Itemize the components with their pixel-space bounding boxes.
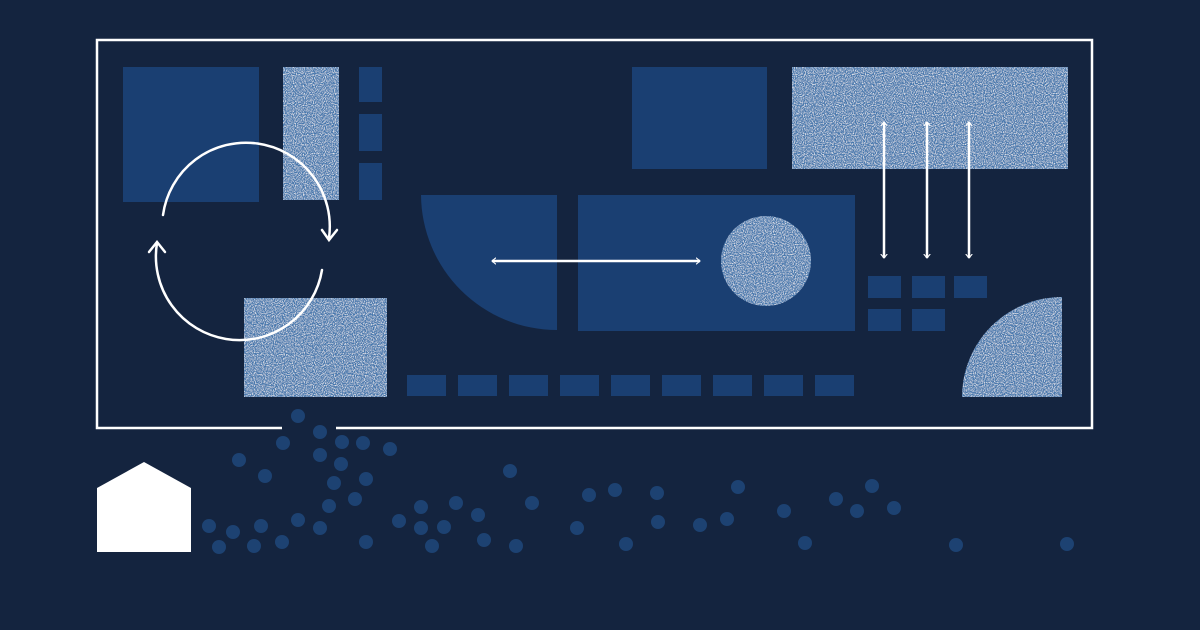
dot	[313, 448, 327, 462]
dot	[356, 436, 370, 450]
dot	[275, 535, 289, 549]
quarter-disc-right	[962, 297, 1062, 397]
dot	[414, 521, 428, 535]
block-light-top-wide	[792, 67, 1068, 169]
dot	[359, 472, 373, 486]
dot	[291, 409, 305, 423]
dot	[276, 436, 290, 450]
block-small-2	[359, 114, 382, 151]
dot	[570, 521, 584, 535]
dot	[313, 425, 327, 439]
block-dark-top	[632, 67, 767, 169]
dot	[291, 513, 305, 527]
block-dark-large	[123, 67, 259, 202]
block-light-bottom	[244, 298, 387, 397]
dot	[798, 536, 812, 550]
dot	[202, 519, 216, 533]
dot	[582, 488, 596, 502]
dot	[437, 520, 451, 534]
block-dark-wide	[578, 195, 855, 331]
dot	[258, 469, 272, 483]
dot	[226, 525, 240, 539]
dot	[693, 518, 707, 532]
dot	[477, 533, 491, 547]
dot	[650, 486, 664, 500]
block-light-tall	[283, 67, 339, 200]
tile-row	[407, 375, 854, 396]
block-small-3	[359, 163, 382, 200]
block-small-1	[359, 67, 382, 102]
dot	[359, 535, 373, 549]
dot	[1060, 537, 1074, 551]
dot	[348, 492, 362, 506]
double-headed-vertical-arrow-icon	[884, 122, 969, 258]
dot	[471, 508, 485, 522]
dot	[232, 453, 246, 467]
dot	[777, 504, 791, 518]
quarter-disc-left	[421, 195, 557, 330]
dot	[392, 514, 406, 528]
dot	[731, 480, 745, 494]
dot	[865, 479, 879, 493]
dot	[503, 464, 517, 478]
circle-light	[721, 216, 811, 306]
dot	[449, 496, 463, 510]
dot	[887, 501, 901, 515]
dot	[525, 496, 539, 510]
dot	[327, 476, 341, 490]
dot	[212, 540, 226, 554]
dot	[651, 515, 665, 529]
dot	[720, 512, 734, 526]
dot	[619, 537, 633, 551]
dot	[425, 539, 439, 553]
dot	[335, 435, 349, 449]
dot	[829, 492, 843, 506]
dot	[313, 521, 327, 535]
dot	[334, 457, 348, 471]
dot	[383, 442, 397, 456]
dot	[850, 504, 864, 518]
dot	[414, 500, 428, 514]
dot	[509, 539, 523, 553]
frame-outline	[95, 38, 1094, 430]
dot	[254, 519, 268, 533]
dot	[322, 499, 336, 513]
dot	[608, 483, 622, 497]
scattered-dots	[202, 409, 1074, 554]
dot	[247, 539, 261, 553]
house-icon	[97, 462, 191, 552]
small-tile-grid	[868, 276, 987, 331]
circular-arrows-icon	[147, 141, 339, 342]
dot	[949, 538, 963, 552]
